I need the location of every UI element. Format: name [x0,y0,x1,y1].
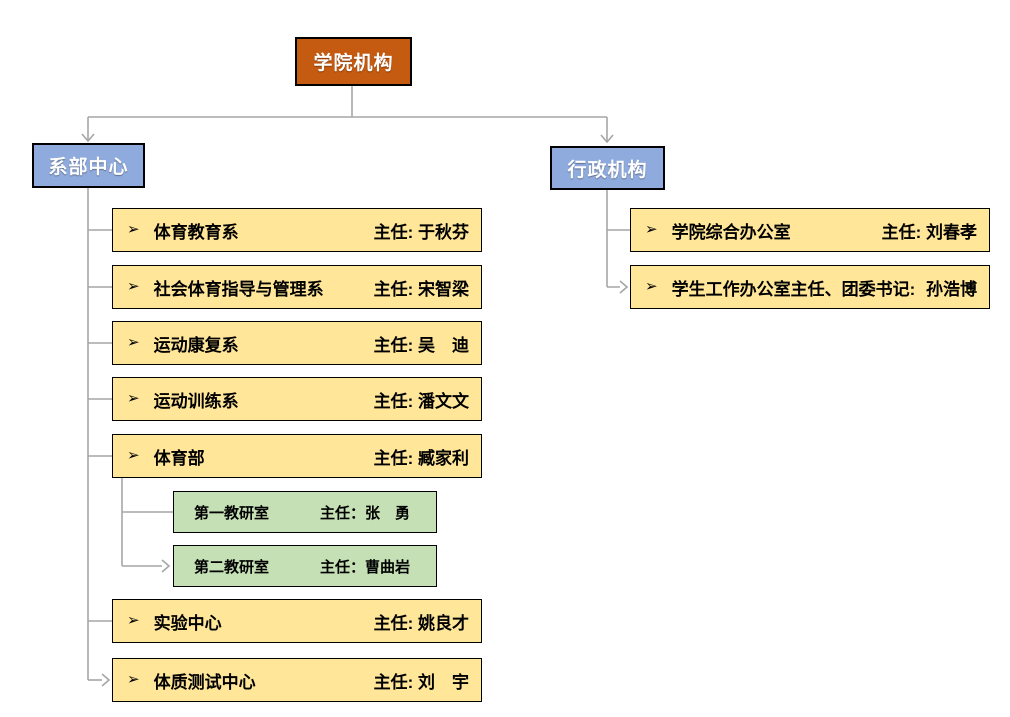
dept-director: 主任: 潘文文 [373,391,469,411]
dept-director: 主任: 姚良才 [373,613,469,633]
left-branch-label: 系部中心 [48,157,129,178]
sub-label: 第一教研室 [194,504,270,522]
dept-node-fitness-test-center: ➢ 体质测试中心 主任: 刘 宇 [112,658,482,702]
dept-label: 体育教育系 [153,222,239,242]
dept-label: 运动训练系 [153,391,239,411]
arrow-bullet-icon: ➢ [127,671,140,688]
sub-node-teaching-office-1: 第一教研室 主任：张 勇 [173,491,437,533]
dept-label: 学生工作办公室主任、团委书记: [671,279,916,299]
right-branch-node: 行政机构 [550,146,665,190]
dept-node-pe-department: ➢ 体育部 主任: 臧家利 [112,434,482,478]
dept-director: 主任: 臧家利 [373,448,469,468]
sub-node-teaching-office-2: 第二教研室 主任：曹曲岩 [173,545,437,587]
arrow-bullet-icon: ➢ [127,221,140,238]
arrow-bullet-icon: ➢ [127,612,140,629]
sub-director: 主任：曹曲岩 [319,558,410,576]
sub-director: 主任：张 勇 [319,504,410,522]
arrow-bullet-icon: ➢ [645,278,658,295]
admin-node-general-office: ➢ 学院综合办公室 主任: 刘春孝 [630,208,990,252]
dept-node-lab-center: ➢ 实验中心 主任: 姚良才 [112,599,482,643]
arrow-bullet-icon: ➢ [127,447,140,464]
dept-director: 主任: 于秋芬 [373,222,469,242]
dept-label: 实验中心 [153,613,222,633]
arrow-bullet-icon: ➢ [645,221,658,238]
root-node: 学院机构 [295,37,412,86]
sub-label: 第二教研室 [194,558,270,576]
dept-node-sports-rehab: ➢ 运动康复系 主任: 吴 迪 [112,321,482,365]
arrow-bullet-icon: ➢ [127,390,140,407]
dept-label: 体育部 [153,448,205,468]
dept-label: 社会体育指导与管理系 [153,279,324,299]
arrow-bullet-icon: ➢ [127,278,140,295]
dept-node-pe-education: ➢ 体育教育系 主任: 于秋芬 [112,208,482,252]
dept-director: 主任: 刘 宇 [373,672,469,692]
right-branch-label: 行政机构 [567,159,648,181]
dept-label: 运动康复系 [153,335,239,355]
admin-node-student-affairs: ➢ 学生工作办公室主任、团委书记: 孙浩博 [630,265,990,309]
dept-label: 体质测试中心 [153,672,256,692]
dept-director: 主任: 宋智梁 [373,279,469,299]
root-label: 学院机构 [313,53,394,74]
dept-label: 学院综合办公室 [671,222,791,242]
left-branch-node: 系部中心 [32,143,145,188]
dept-node-sports-training: ➢ 运动训练系 主任: 潘文文 [112,377,482,421]
dept-director: 孙浩博 [926,279,977,299]
dept-director: 主任: 吴 迪 [373,335,469,355]
dept-node-social-pe: ➢ 社会体育指导与管理系 主任: 宋智梁 [112,265,482,309]
arrow-bullet-icon: ➢ [127,334,140,351]
dept-director: 主任: 刘春孝 [881,222,977,242]
